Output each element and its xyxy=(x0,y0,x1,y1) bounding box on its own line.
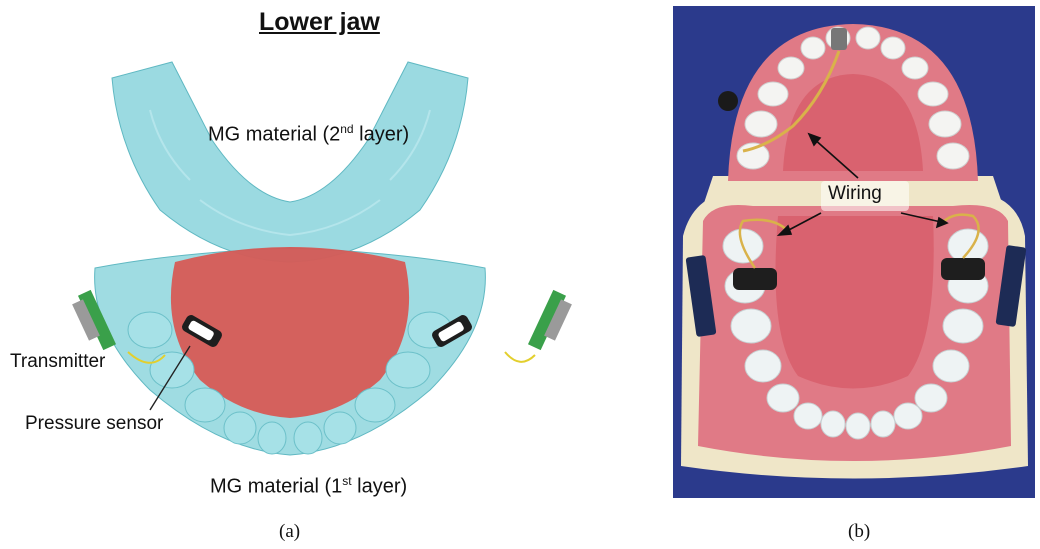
mg-2nd-layer-label: MG material (2nd layer) xyxy=(208,122,409,147)
panel-title: Lower jaw xyxy=(259,8,380,37)
pressure-sensor-label: Pressure sensor xyxy=(25,413,163,435)
upper-sensor xyxy=(831,28,847,50)
dental-model-photo xyxy=(673,6,1035,498)
upper-knob xyxy=(718,91,738,111)
transmitter-label: Transmitter xyxy=(10,351,105,373)
caption-a: (a) xyxy=(279,521,300,543)
caption-b: (b) xyxy=(848,521,870,543)
lower-sensor-left xyxy=(733,268,777,290)
mg-2nd-layer xyxy=(112,62,468,262)
wire-loop-right xyxy=(505,352,535,362)
mg-1st-layer-label: MG material (1st layer) xyxy=(210,474,407,499)
transmitter-right xyxy=(528,290,572,350)
lower-jaw-diagram xyxy=(0,0,580,520)
lower-floor xyxy=(776,216,934,389)
wiring-label: Wiring xyxy=(828,183,882,205)
lower-sensor-right xyxy=(941,258,985,280)
